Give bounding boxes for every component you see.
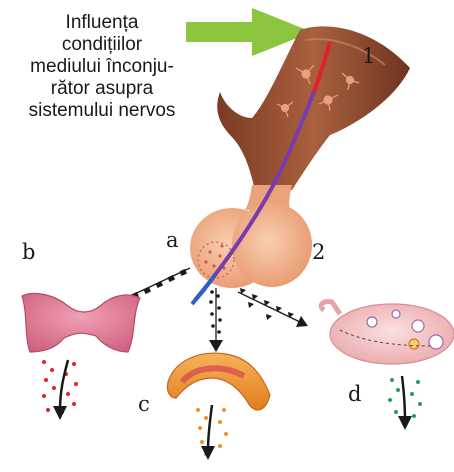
caption-line: rător asupra: [2, 78, 202, 100]
hormone-arrow-to-adrenal: [209, 288, 223, 352]
label-ovary: d: [348, 382, 361, 406]
ovary: [321, 302, 454, 364]
caption-line: condițiilor: [2, 34, 202, 56]
environment-influence-caption: Influența condițiilor mediului înconju- …: [2, 12, 202, 122]
adrenal-gland: [167, 353, 270, 410]
hypothalamus: [217, 26, 410, 190]
hormone-arrow-to-ovary: [238, 288, 308, 327]
caption-line: sistemului nervos: [2, 100, 202, 122]
label-anterior-lobe: a: [166, 228, 179, 252]
caption-line: mediului înconju-: [2, 56, 202, 78]
label-thyroid: b: [22, 240, 35, 264]
pituitary-gland: [190, 203, 312, 288]
label-pituitary: 2: [312, 240, 325, 264]
label-hypothalamus: 1: [362, 44, 375, 68]
thyroid-hormone-output: [42, 360, 78, 420]
ovary-hormone-output: [388, 376, 422, 430]
thyroid-gland: [22, 293, 140, 352]
caption-line: Influența: [2, 12, 202, 34]
adrenal-hormone-output: [196, 405, 228, 460]
label-adrenal: c: [138, 392, 150, 416]
